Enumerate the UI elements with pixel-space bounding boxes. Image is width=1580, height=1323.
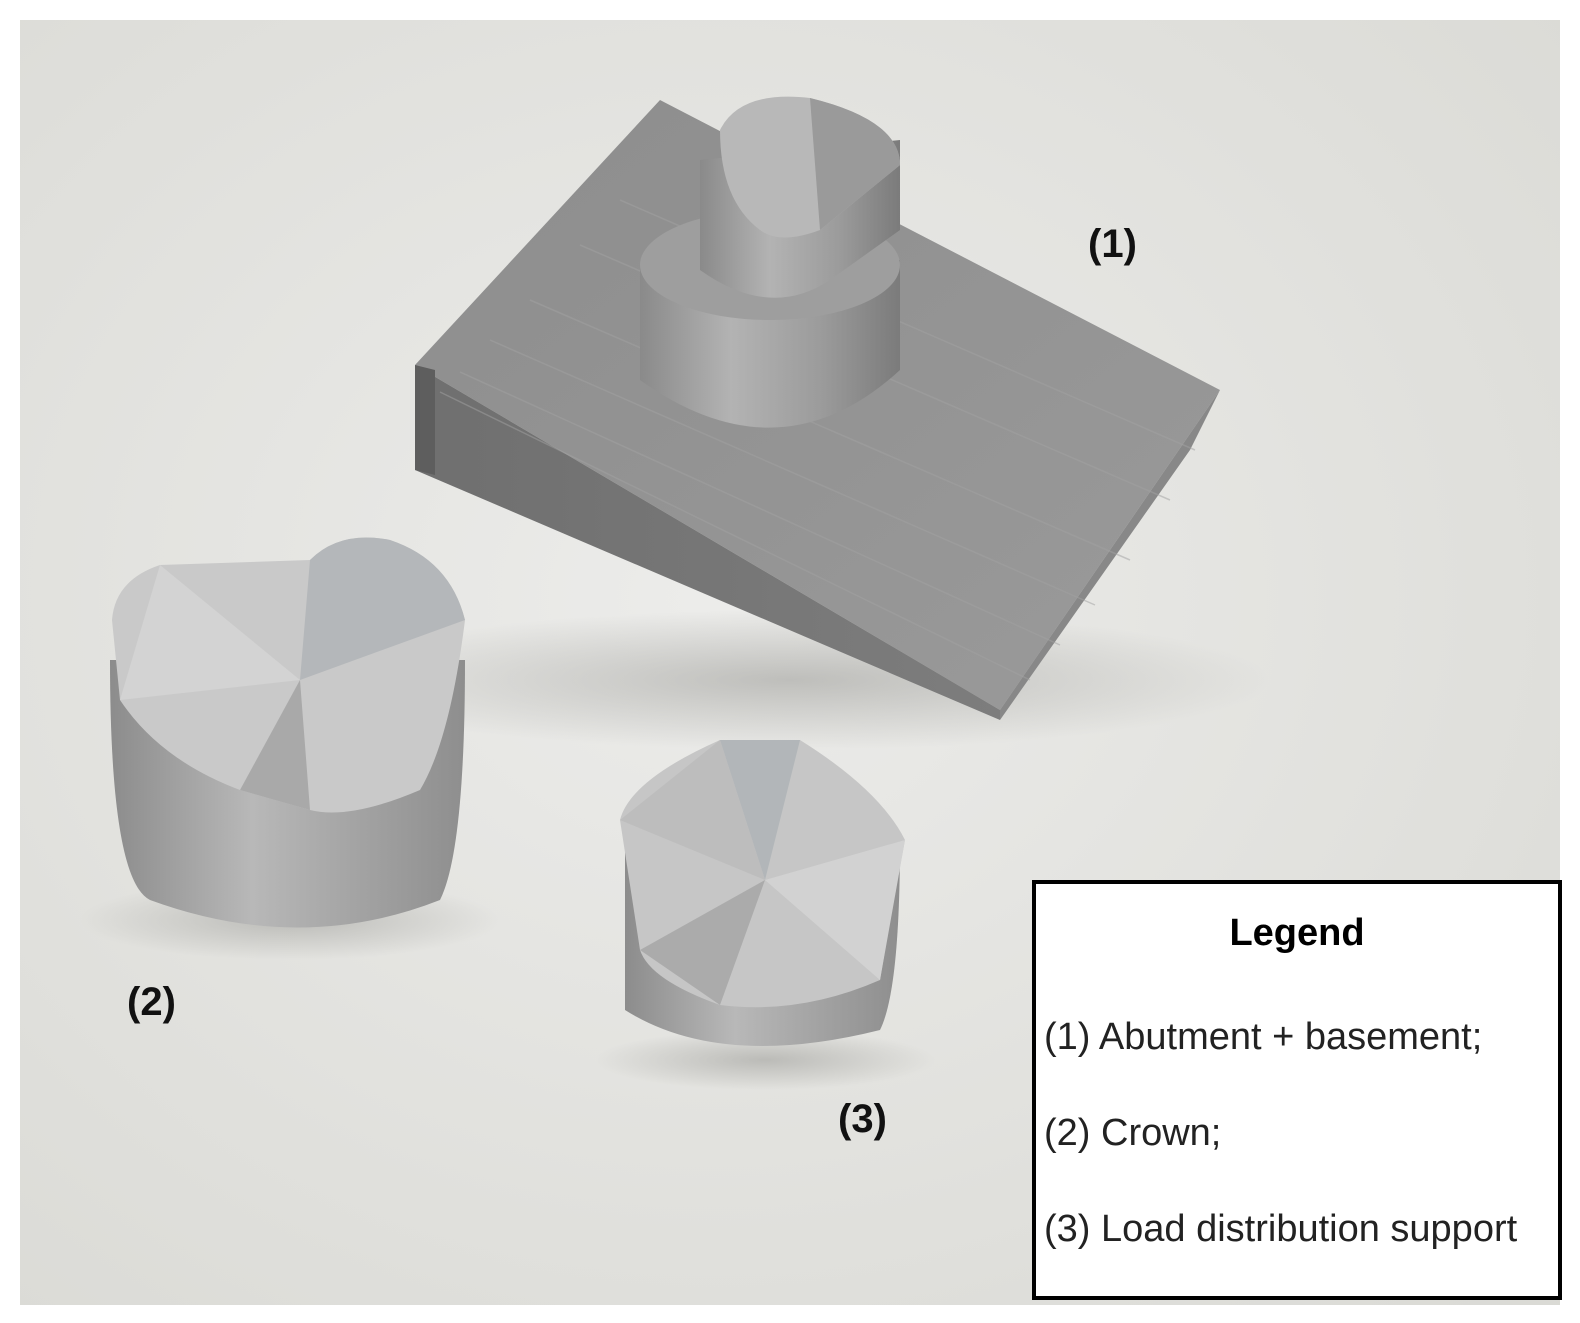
legend-box: Legend (1) Abutment + basement; (2) Crow… [1032, 880, 1562, 1300]
legend-item: (1) Abutment + basement; [1044, 1016, 1483, 1058]
part-1-label: (1) [1088, 222, 1137, 266]
photo-illustration [20, 20, 1560, 1305]
part-3-label: (3) [838, 1097, 887, 1141]
part-2-label: (2) [127, 980, 176, 1024]
photo [20, 20, 1560, 1305]
legend-item: (3) Load distribution support [1044, 1208, 1518, 1250]
load-distribution-support [620, 740, 905, 1046]
legend-title: Legend [1229, 912, 1365, 954]
legend-item: (2) Crown; [1044, 1112, 1222, 1154]
crown [110, 537, 465, 928]
abutment-basement [415, 96, 1220, 720]
